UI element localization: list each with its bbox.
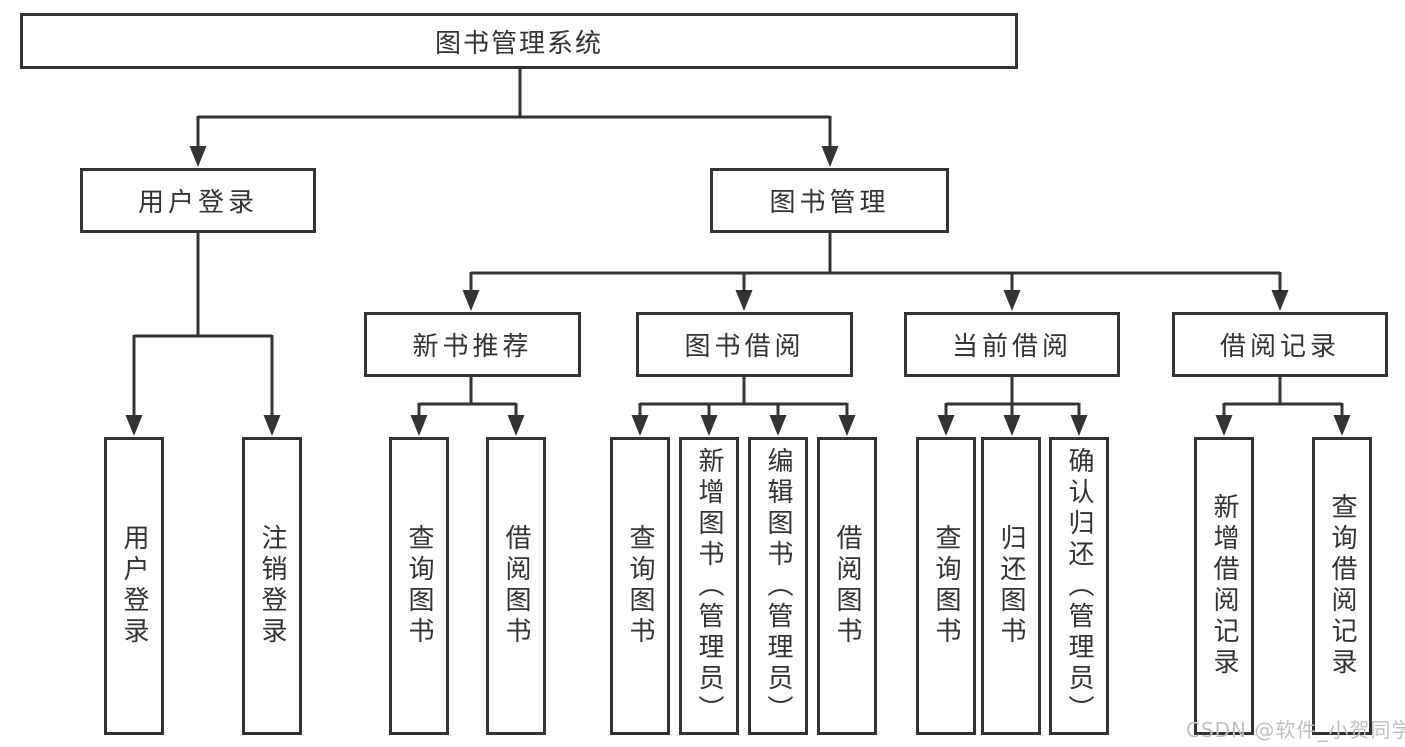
leaf-logout: 注销登录 — [242, 437, 302, 735]
leaf-query-books-recommend: 查询图书 — [389, 437, 449, 735]
leaf-label: 借阅图书 — [832, 524, 862, 648]
node-borrowing-records: 借阅记录 — [1172, 312, 1388, 377]
leaf-label: 新增借阅记录 — [1209, 493, 1239, 679]
leaf-label: 编辑图书（管理员） — [763, 446, 793, 726]
leaf-add-borrow-record: 新增借阅记录 — [1194, 437, 1254, 735]
leaf-label: 归还图书 — [996, 524, 1026, 648]
leaf-confirm-return-admin: 确认归还（管理员） — [1049, 437, 1109, 735]
leaf-add-books-admin: 新增图书（管理员） — [679, 437, 739, 735]
leaf-borrow-books: 借阅图书 — [817, 437, 877, 735]
node-book-management: 图书管理 — [710, 168, 949, 233]
leaf-label: 查询图书 — [931, 524, 961, 648]
leaf-query-borrow-record: 查询借阅记录 — [1312, 437, 1372, 735]
leaf-edit-books-admin: 编辑图书（管理员） — [748, 437, 808, 735]
node-book-borrowing: 图书借阅 — [636, 312, 853, 377]
leaf-query-books-borrow: 查询图书 — [610, 437, 670, 735]
node-label: 新书推荐 — [412, 332, 533, 362]
leaf-user-login: 用户登录 — [104, 437, 164, 735]
node-user-login: 用户登录 — [80, 168, 316, 233]
node-root-system: 图书管理系统 — [20, 13, 1018, 69]
leaf-label: 确认归还（管理员） — [1064, 446, 1094, 726]
leaf-label: 查询图书 — [404, 524, 434, 648]
node-label: 借阅记录 — [1219, 332, 1340, 362]
leaf-label: 新增图书（管理员） — [694, 446, 724, 726]
leaf-label: 查询借阅记录 — [1327, 493, 1357, 679]
node-label: 图书管理 — [769, 188, 890, 218]
leaf-query-books-current: 查询图书 — [916, 437, 976, 735]
node-label: 当前借阅 — [951, 332, 1072, 362]
node-current-borrowing: 当前借阅 — [904, 312, 1120, 377]
leaf-borrow-books-recommend: 借阅图书 — [486, 437, 546, 735]
node-label: 图书管理系统 — [434, 28, 603, 59]
node-label: 用户登录 — [137, 188, 258, 218]
leaf-label: 用户登录 — [119, 524, 149, 648]
leaf-return-books: 归还图书 — [981, 437, 1041, 735]
leaf-label: 注销登录 — [257, 524, 287, 648]
csdn-watermark: CSDN @软件_小贺同学 — [1186, 718, 1405, 742]
node-new-book-recommend: 新书推荐 — [364, 312, 581, 377]
leaf-label: 查询图书 — [625, 524, 655, 648]
leaf-label: 借阅图书 — [501, 524, 531, 648]
node-label: 图书借阅 — [684, 332, 805, 362]
